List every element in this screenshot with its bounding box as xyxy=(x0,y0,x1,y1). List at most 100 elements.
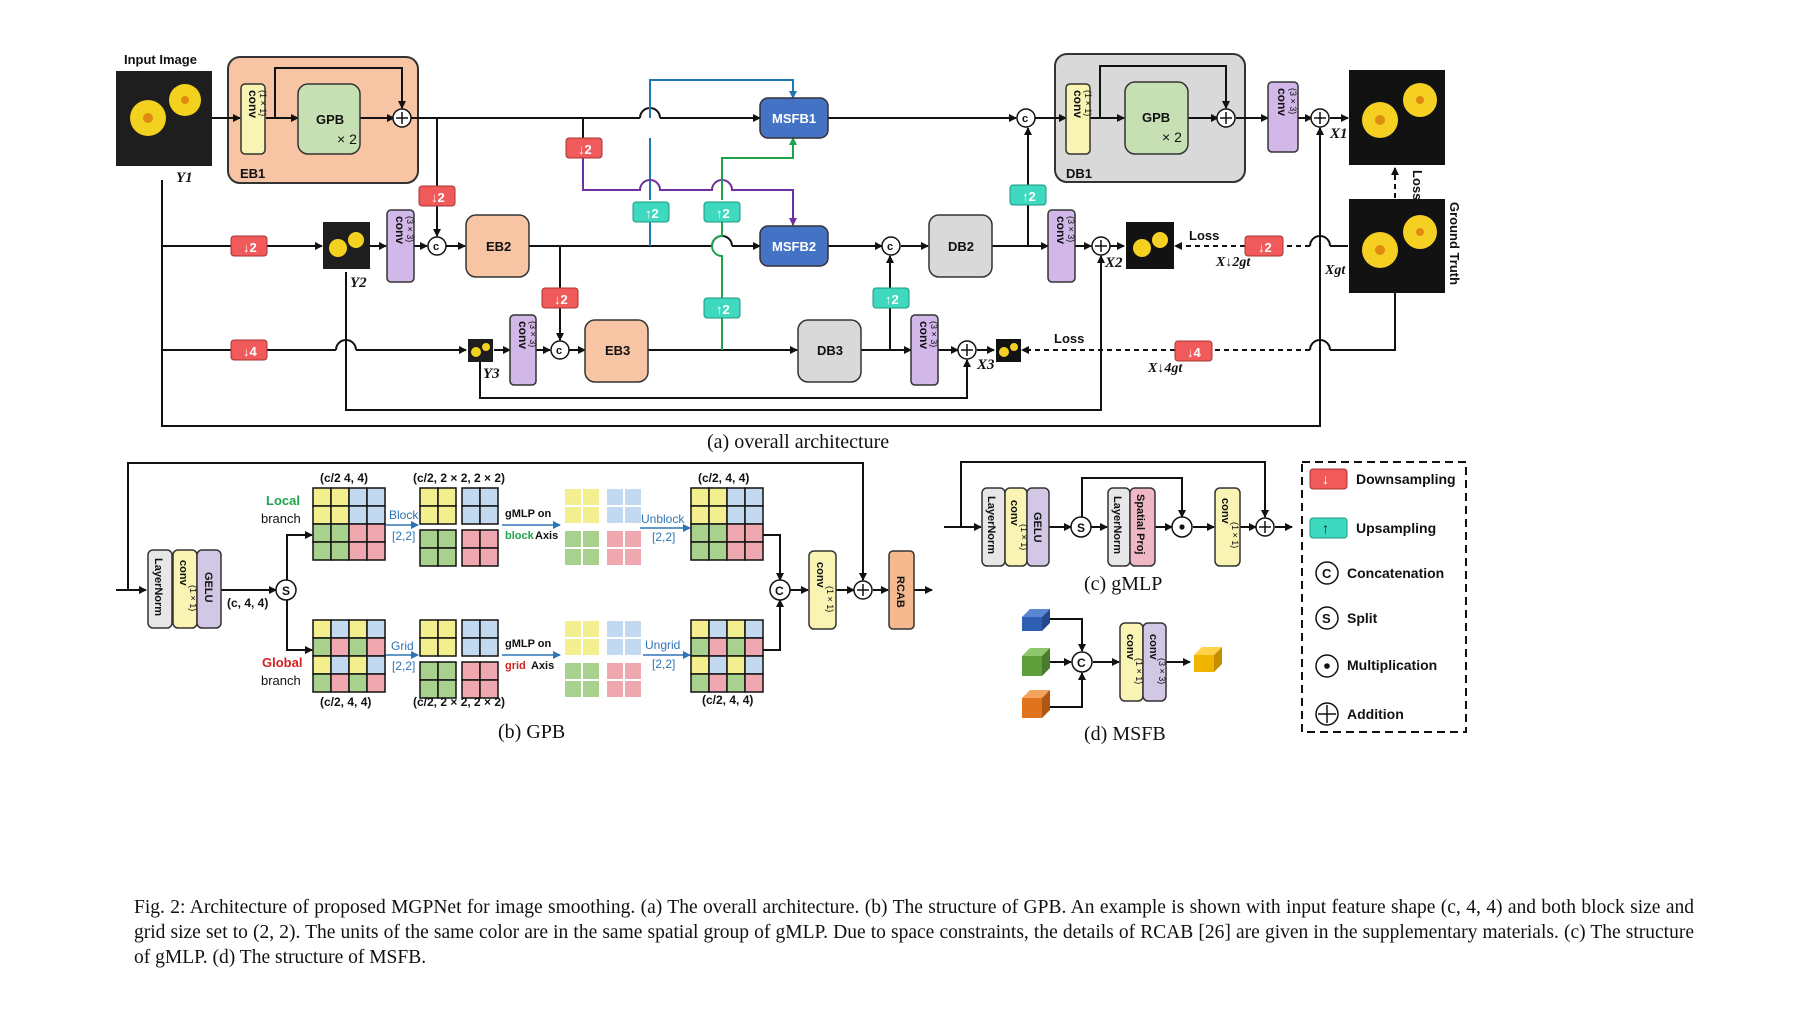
down2-badge-eb2 xyxy=(541,287,579,309)
gpb-grid-axis-1: grid xyxy=(505,660,526,672)
local-input-grid-cell xyxy=(330,487,350,507)
gpb-global-branch: branch xyxy=(261,673,301,688)
local-input-grid-cell xyxy=(366,505,386,525)
msfb1-block xyxy=(759,97,829,139)
gpb-shape-bot1: (c/2, 4, 4) xyxy=(320,695,371,709)
global-input-grid-cell xyxy=(366,673,386,693)
db2-label: DB2 xyxy=(948,239,974,254)
gpb-gmlp-on-bot: gMLP on xyxy=(505,638,552,650)
gpb-conv-out-block xyxy=(808,550,837,630)
gmlp-layernorm2-text: LayerNorm xyxy=(1111,496,1123,554)
x2-image xyxy=(1126,222,1174,269)
conv-x2-text: conv xyxy=(1054,216,1068,244)
gpb-diagram xyxy=(116,462,933,654)
gpb-grids xyxy=(312,487,764,699)
local-input-grid-cell xyxy=(348,523,368,543)
legend-down-label: Downsampling xyxy=(1356,471,1456,487)
local-output-grid-cell xyxy=(690,523,710,543)
concat-c-3: c xyxy=(887,241,893,253)
global-grid-grid-cell xyxy=(479,679,499,699)
down2-text-2: ↓2 xyxy=(431,190,445,205)
local-output-grid-cell xyxy=(726,487,746,507)
local-blocked-grid-cell xyxy=(419,505,439,525)
gmlp-caption: (c) gMLP xyxy=(1084,573,1162,595)
local-output-grid-cell xyxy=(726,523,746,543)
gpb-layernorm-text: LayerNorm xyxy=(152,558,164,616)
global-grid-grid-cell xyxy=(479,661,499,681)
global-grid-grid-cell xyxy=(437,619,457,639)
local-output-grid-cell xyxy=(726,541,746,561)
local-blocked-grid-cell xyxy=(461,529,481,549)
gmlp-conv-out-block xyxy=(1214,487,1241,567)
global-input-grid-cell xyxy=(312,619,332,639)
down2-badge-row1 xyxy=(565,137,603,159)
local-gmlp-grid-cell xyxy=(623,487,643,507)
x3-image xyxy=(996,339,1021,362)
eb3-concat xyxy=(550,340,570,360)
global-output-grid-cell xyxy=(726,637,746,657)
db1-concat xyxy=(1016,108,1036,128)
y2-image xyxy=(323,222,370,269)
loss-x1-label: Loss xyxy=(1410,170,1425,200)
local-gmlp-grid-cell xyxy=(605,547,625,567)
global-output-grid-cell xyxy=(690,655,710,675)
local-input-grid-cell xyxy=(312,541,332,561)
global-input-grid-cell xyxy=(366,637,386,657)
global-input-grid-cell xyxy=(348,619,368,639)
global-grid-grid-cell xyxy=(479,637,499,657)
local-blocked-grid-cell xyxy=(479,547,499,567)
gmlp-gelu-text: GELU xyxy=(1031,512,1043,543)
local-input-grid-cell xyxy=(366,541,386,561)
global-grid-grid-cell xyxy=(437,637,457,657)
loss-x3-label: Loss xyxy=(1054,331,1084,346)
global-output-grid-cell xyxy=(726,673,746,693)
local-input-grid-cell xyxy=(330,523,350,543)
global-input-grid-cell xyxy=(348,673,368,693)
msfb-conv3-k: (3 × 3) xyxy=(1157,658,1167,684)
legend-up-arrow: ↑ xyxy=(1322,520,1329,536)
global-grid-grid-cell xyxy=(461,619,481,639)
eb3-block xyxy=(584,319,649,383)
gpb-rcab-block xyxy=(888,550,915,630)
local-input-grid-cell xyxy=(366,487,386,507)
global-input-grid-cell xyxy=(330,655,350,675)
msfb-cube-out xyxy=(1194,647,1222,672)
ground-truth-label: Ground Truth xyxy=(1447,202,1462,285)
global-output-grid-cell xyxy=(690,673,710,693)
local-output-grid-cell xyxy=(744,523,764,543)
global-input-grid-cell xyxy=(312,655,332,675)
db1-label: DB1 xyxy=(1066,166,1092,181)
db1-conv-text: conv xyxy=(1071,90,1085,118)
local-gmlp-grid-cell xyxy=(605,529,625,549)
local-gmlp-grid-cell xyxy=(581,505,601,525)
global-output-grid-cell xyxy=(708,619,728,639)
local-output-grid-cell xyxy=(708,505,728,525)
gpb-ungrid-size: [2,2] xyxy=(652,657,675,671)
local-blocked-grid-cell xyxy=(479,529,499,549)
gpb-block-axis-2: Axis xyxy=(535,530,558,542)
input-image-label: Input Image xyxy=(124,52,197,67)
local-input-grid-cell xyxy=(348,505,368,525)
legend: ↓ Downsampling ↑ Upsampling C Concatenat… xyxy=(1301,461,1467,733)
local-output-grid-cell xyxy=(708,523,728,543)
local-output-grid-cell xyxy=(708,487,728,507)
legend-down-icon xyxy=(1309,468,1348,490)
global-gmlp-grid-cell xyxy=(623,619,643,639)
down4-badge-gt xyxy=(1174,340,1213,362)
gmlp-spatial-proj-text: Spatial Proj xyxy=(1134,494,1146,555)
local-blocked-grid-cell xyxy=(437,529,457,549)
local-input-grid-cell xyxy=(330,505,350,525)
global-output-grid-cell xyxy=(690,637,710,657)
eb1-conv-block xyxy=(240,83,266,155)
db2-concat xyxy=(881,236,901,256)
eb2-concat xyxy=(427,236,447,256)
global-gmlp-grid-cell xyxy=(581,619,601,639)
up2-text-3: ↑2 xyxy=(716,302,730,317)
gpb-shape-bot2: (c/2, 2 × 2, 2 × 2) xyxy=(413,695,505,709)
overall-caption: (a) overall architecture xyxy=(707,431,889,453)
eb3-label: EB3 xyxy=(605,343,630,358)
global-input-grid-cell xyxy=(366,655,386,675)
db3-block xyxy=(797,319,862,383)
global-gmlp-grid-cell xyxy=(581,661,601,681)
gpb-grid-label: Grid xyxy=(391,639,414,653)
